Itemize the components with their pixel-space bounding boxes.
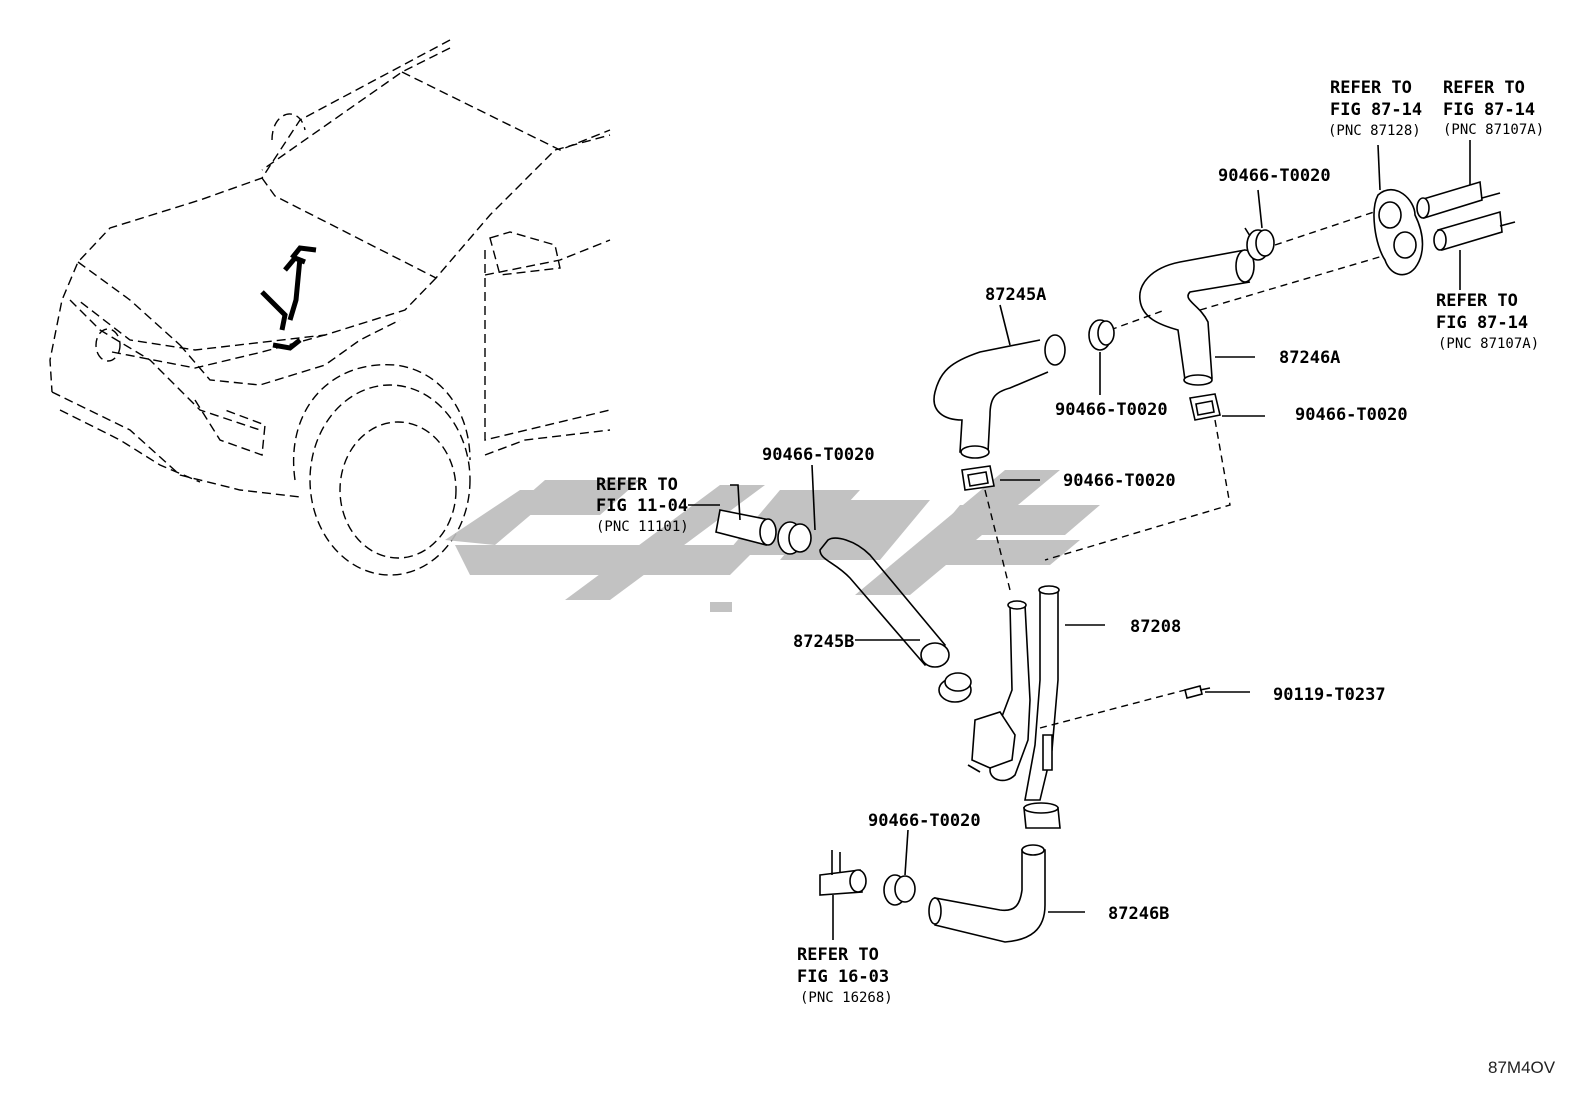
clamp-icons — [777, 227, 1275, 906]
refer-to-label: REFER TO — [1330, 78, 1412, 98]
part-label-clip-top: 90466-T0020 — [1218, 166, 1331, 186]
pnc-label: (PNC 87107A) — [1438, 336, 1539, 352]
callout-refer-87107a-top: REFER TO FIG 87-14 (PNC 87107A) — [1443, 78, 1544, 138]
heater-fitting — [1373, 140, 1516, 290]
fig-label: FIG 11-04 — [596, 496, 688, 516]
refer-to-label: REFER TO — [797, 945, 879, 965]
refer-to-label: REFER TO — [596, 475, 678, 495]
part-label-90119: 90119-T0237 — [1273, 685, 1386, 705]
fig-label: FIG 16-03 — [797, 967, 889, 987]
bolt-icon — [1184, 685, 1211, 699]
hose-87246a — [1139, 249, 1255, 386]
clamp-icon — [777, 521, 812, 555]
part-label-clip-87246b: 90466-T0020 — [868, 811, 981, 831]
pipe-87208 — [967, 585, 1061, 829]
watermark-logo — [445, 470, 1100, 612]
callout-refer-87107a-bottom: REFER TO FIG 87-14 (PNC 87107A) — [1436, 291, 1539, 352]
part-label-87246b: 87246B — [1108, 904, 1169, 924]
clamp-icon — [938, 672, 972, 703]
clamp-icon — [883, 874, 916, 906]
refer-to-label: REFER TO — [1436, 291, 1518, 311]
part-label-87246a: 87246A — [1279, 348, 1340, 368]
hose-87245b — [819, 537, 950, 668]
vehicle-outline — [49, 39, 611, 576]
part-label-87245a: 87245A — [985, 285, 1046, 305]
part-label-87245b: 87245B — [793, 632, 854, 652]
clamp-icon — [1244, 227, 1275, 261]
callout-refer-87128: REFER TO FIG 87-14 (PNC 87128) — [1328, 78, 1422, 139]
label-leaders — [688, 189, 1265, 940]
clamp-icon — [961, 465, 995, 491]
refer-to-label: REFER TO — [1443, 78, 1525, 98]
part-label-clip-87245a-lower: 90466-T0020 — [1063, 471, 1176, 491]
callout-refer-11101: REFER TO FIG 11-04 (PNC 11101) — [596, 475, 689, 535]
fig-label: FIG 87-14 — [1443, 100, 1535, 120]
pipe-stub-16268 — [819, 850, 867, 896]
clamp-icon — [1088, 319, 1115, 351]
pnc-label: (PNC 16268) — [800, 990, 893, 1006]
clamp-icon — [1189, 393, 1221, 421]
part-label-87208: 87208 — [1130, 617, 1181, 637]
part-label-clip-87245a: 90466-T0020 — [1055, 400, 1168, 420]
hose-87246b — [928, 844, 1046, 943]
assembly-lines — [984, 204, 1421, 729]
pipe-stub-11101 — [715, 484, 777, 546]
pnc-label: (PNC 87128) — [1328, 123, 1421, 139]
fig-label: FIG 87-14 — [1436, 313, 1528, 333]
callout-refer-16268: REFER TO FIG 16-03 (PNC 16268) — [797, 945, 893, 1006]
fig-label: FIG 87-14 — [1330, 100, 1422, 120]
pnc-label: (PNC 11101) — [596, 519, 689, 535]
hose-87245a — [933, 334, 1066, 459]
part-label-clip-87245b: 90466-T0020 — [762, 445, 875, 465]
part-label-clip-87246a: 90466-T0020 — [1295, 405, 1408, 425]
diagram-code: 87M4OV — [1488, 1058, 1556, 1077]
pnc-label: (PNC 87107A) — [1443, 122, 1544, 138]
